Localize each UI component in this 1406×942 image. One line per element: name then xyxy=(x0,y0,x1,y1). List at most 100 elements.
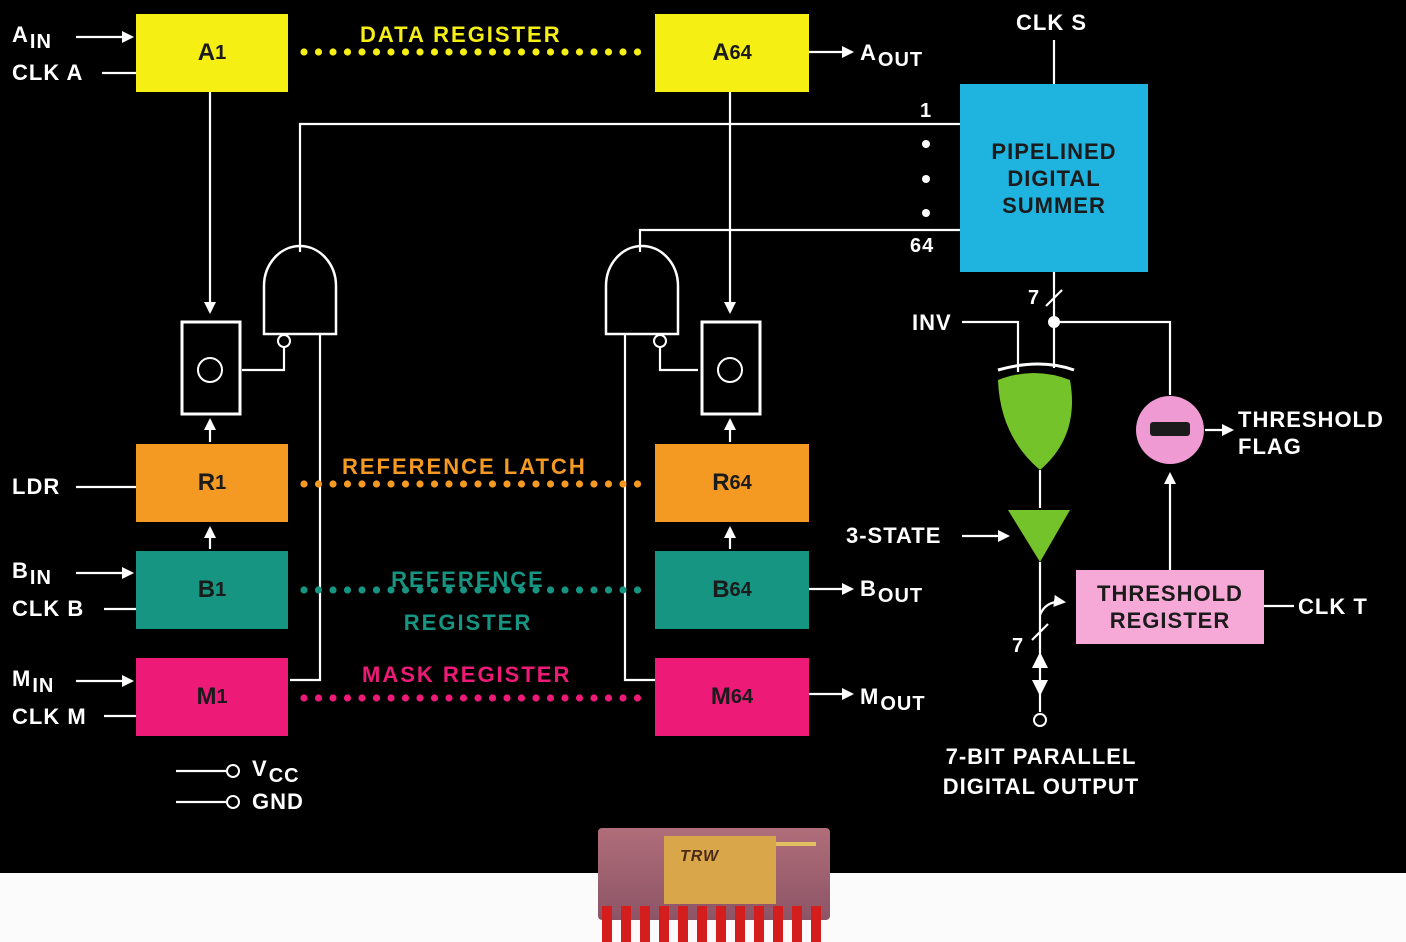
ellipsis-dot xyxy=(922,175,930,183)
register-dot xyxy=(401,586,410,594)
data-register-label: DATA REGISTER xyxy=(360,22,562,47)
register-dot xyxy=(604,586,613,594)
register-dot xyxy=(300,48,308,56)
register-dot xyxy=(314,480,323,488)
register-dot xyxy=(546,694,555,702)
register-dot xyxy=(619,48,627,56)
register-dot xyxy=(532,48,540,56)
register-dot xyxy=(575,48,584,56)
inv-label: INV xyxy=(912,310,952,335)
ldr-label: LDR xyxy=(12,474,61,499)
register-dot xyxy=(474,480,482,488)
register-dot xyxy=(590,48,598,56)
register-dot xyxy=(488,48,497,56)
xor-block-64 xyxy=(700,320,762,416)
register-dot xyxy=(474,586,482,594)
register-dot xyxy=(503,480,511,488)
register-dot xyxy=(401,480,410,488)
clk-a-label: CLK A xyxy=(12,60,84,85)
register-dot xyxy=(517,586,526,594)
threshold-flag-label: THRESHOLD FLAG xyxy=(1238,407,1384,459)
register-dot xyxy=(503,586,511,594)
register-dot xyxy=(546,586,555,594)
register-dot xyxy=(343,586,352,594)
register-dot xyxy=(575,694,584,702)
register-dot xyxy=(604,48,613,56)
register-dot xyxy=(430,694,439,702)
clk-s-label: CLK S xyxy=(1016,10,1087,35)
register-dot xyxy=(358,480,366,488)
register-dot xyxy=(488,694,497,702)
register-dot xyxy=(300,694,308,702)
m-in-label: MIN xyxy=(12,666,55,697)
register-dot xyxy=(532,480,540,488)
register-dot xyxy=(575,586,584,594)
register-dot xyxy=(561,480,569,488)
register-dot xyxy=(430,586,439,594)
register-dot xyxy=(590,694,598,702)
right-nand-gate xyxy=(604,244,680,336)
summer-input-64-label: 64 xyxy=(910,235,935,257)
register-dot xyxy=(387,694,395,702)
ellipsis-dot xyxy=(922,140,930,148)
register-dot xyxy=(488,586,497,594)
register-dot xyxy=(619,694,627,702)
register-dot xyxy=(387,48,395,56)
a-out-label: AOUT xyxy=(860,40,924,71)
register-dot xyxy=(459,48,468,56)
register-dot xyxy=(561,586,569,594)
ellipsis-dot xyxy=(922,209,930,217)
xor-gate xyxy=(998,373,1072,470)
register-dot xyxy=(329,694,337,702)
register-dot xyxy=(517,694,526,702)
register-dot xyxy=(445,48,453,56)
register-dot xyxy=(416,480,424,488)
register-dot xyxy=(546,480,555,488)
register-dot xyxy=(430,480,439,488)
register-dot xyxy=(619,586,627,594)
register-dot xyxy=(503,694,511,702)
summer-input-64-wire xyxy=(638,228,960,252)
register-dot xyxy=(343,480,352,488)
register-dot xyxy=(575,480,584,488)
b-in-label: BIN xyxy=(12,558,52,589)
register-dot xyxy=(604,480,613,488)
register-dot xyxy=(372,694,381,702)
xor-block-1 xyxy=(180,320,242,416)
register-dot xyxy=(416,48,424,56)
register-dot xyxy=(314,48,323,56)
register-dot xyxy=(561,48,569,56)
register-dot xyxy=(445,480,453,488)
left-nand-gate xyxy=(262,244,338,336)
chip-pins xyxy=(602,906,826,942)
clk-t-label: CLK T xyxy=(1298,594,1368,619)
register-dot xyxy=(387,586,395,594)
register-dot xyxy=(314,586,323,594)
register-dot xyxy=(459,694,468,702)
bus-width-top: 7 xyxy=(1028,287,1041,309)
register-dot xyxy=(300,480,308,488)
register-dot xyxy=(633,480,642,488)
register-dot xyxy=(604,694,613,702)
register-dot xyxy=(358,586,366,594)
register-dot xyxy=(372,48,381,56)
register-dot xyxy=(343,48,352,56)
three-state-buffer xyxy=(1008,510,1070,562)
pipelined-digital-summer: PIPELINED DIGITAL SUMMER xyxy=(960,84,1148,272)
summer-input-1-wire xyxy=(298,122,960,252)
register-dot xyxy=(459,480,468,488)
register-dot xyxy=(372,586,381,594)
clk-b-label: CLK B xyxy=(12,596,85,621)
register-dot xyxy=(532,694,540,702)
register-dot xyxy=(532,586,540,594)
clk-m-label: CLK M xyxy=(12,704,87,729)
three-state-label: 3-STATE xyxy=(846,523,942,548)
register-dot xyxy=(329,48,337,56)
register-dot xyxy=(314,694,323,702)
